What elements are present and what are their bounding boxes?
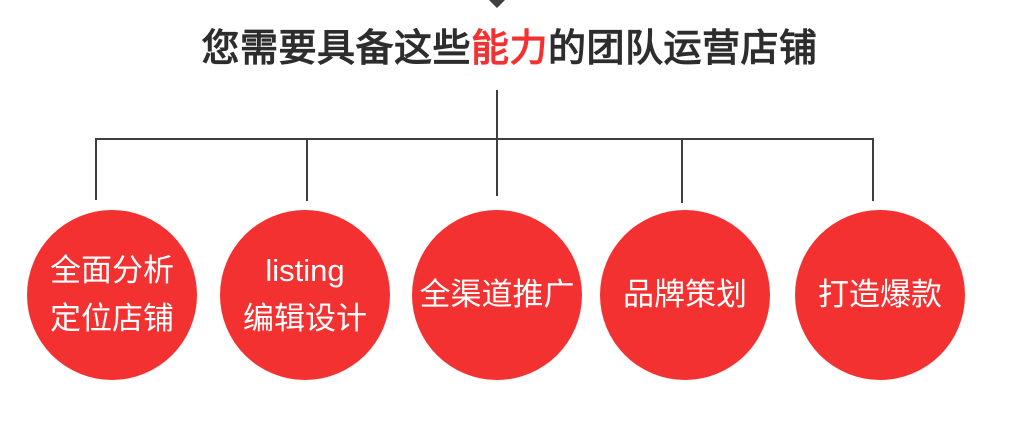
ability-line: 编辑设计 (243, 301, 367, 336)
down-arrow-icon (489, 0, 505, 8)
ability-line: 打造爆款 (818, 276, 942, 312)
section-title: 您需要具备这些能力的团队运营店铺 (0, 27, 1019, 73)
ability-circle-promotion: 全渠道推广 (412, 210, 582, 380)
title-highlight: 能力 (470, 28, 548, 70)
ability-line: 全渠道推广 (419, 276, 575, 312)
title-suffix: 的团队运营店铺 (548, 28, 818, 70)
ability-circle-hit-product: 打造爆款 (795, 210, 965, 380)
title-prefix: 您需要具备这些 (201, 28, 471, 70)
ability-circle-branding: 品牌策划 (600, 210, 770, 380)
ability-circle-analysis: 全面分析 定位店铺 (27, 210, 197, 380)
ability-line: 全面分析 (50, 252, 174, 288)
ability-line: 品牌策划 (623, 276, 747, 312)
ability-line: listing (265, 252, 345, 288)
ability-circle-listing: listing 编辑设计 (220, 210, 390, 380)
ability-line: 定位店铺 (50, 301, 174, 336)
